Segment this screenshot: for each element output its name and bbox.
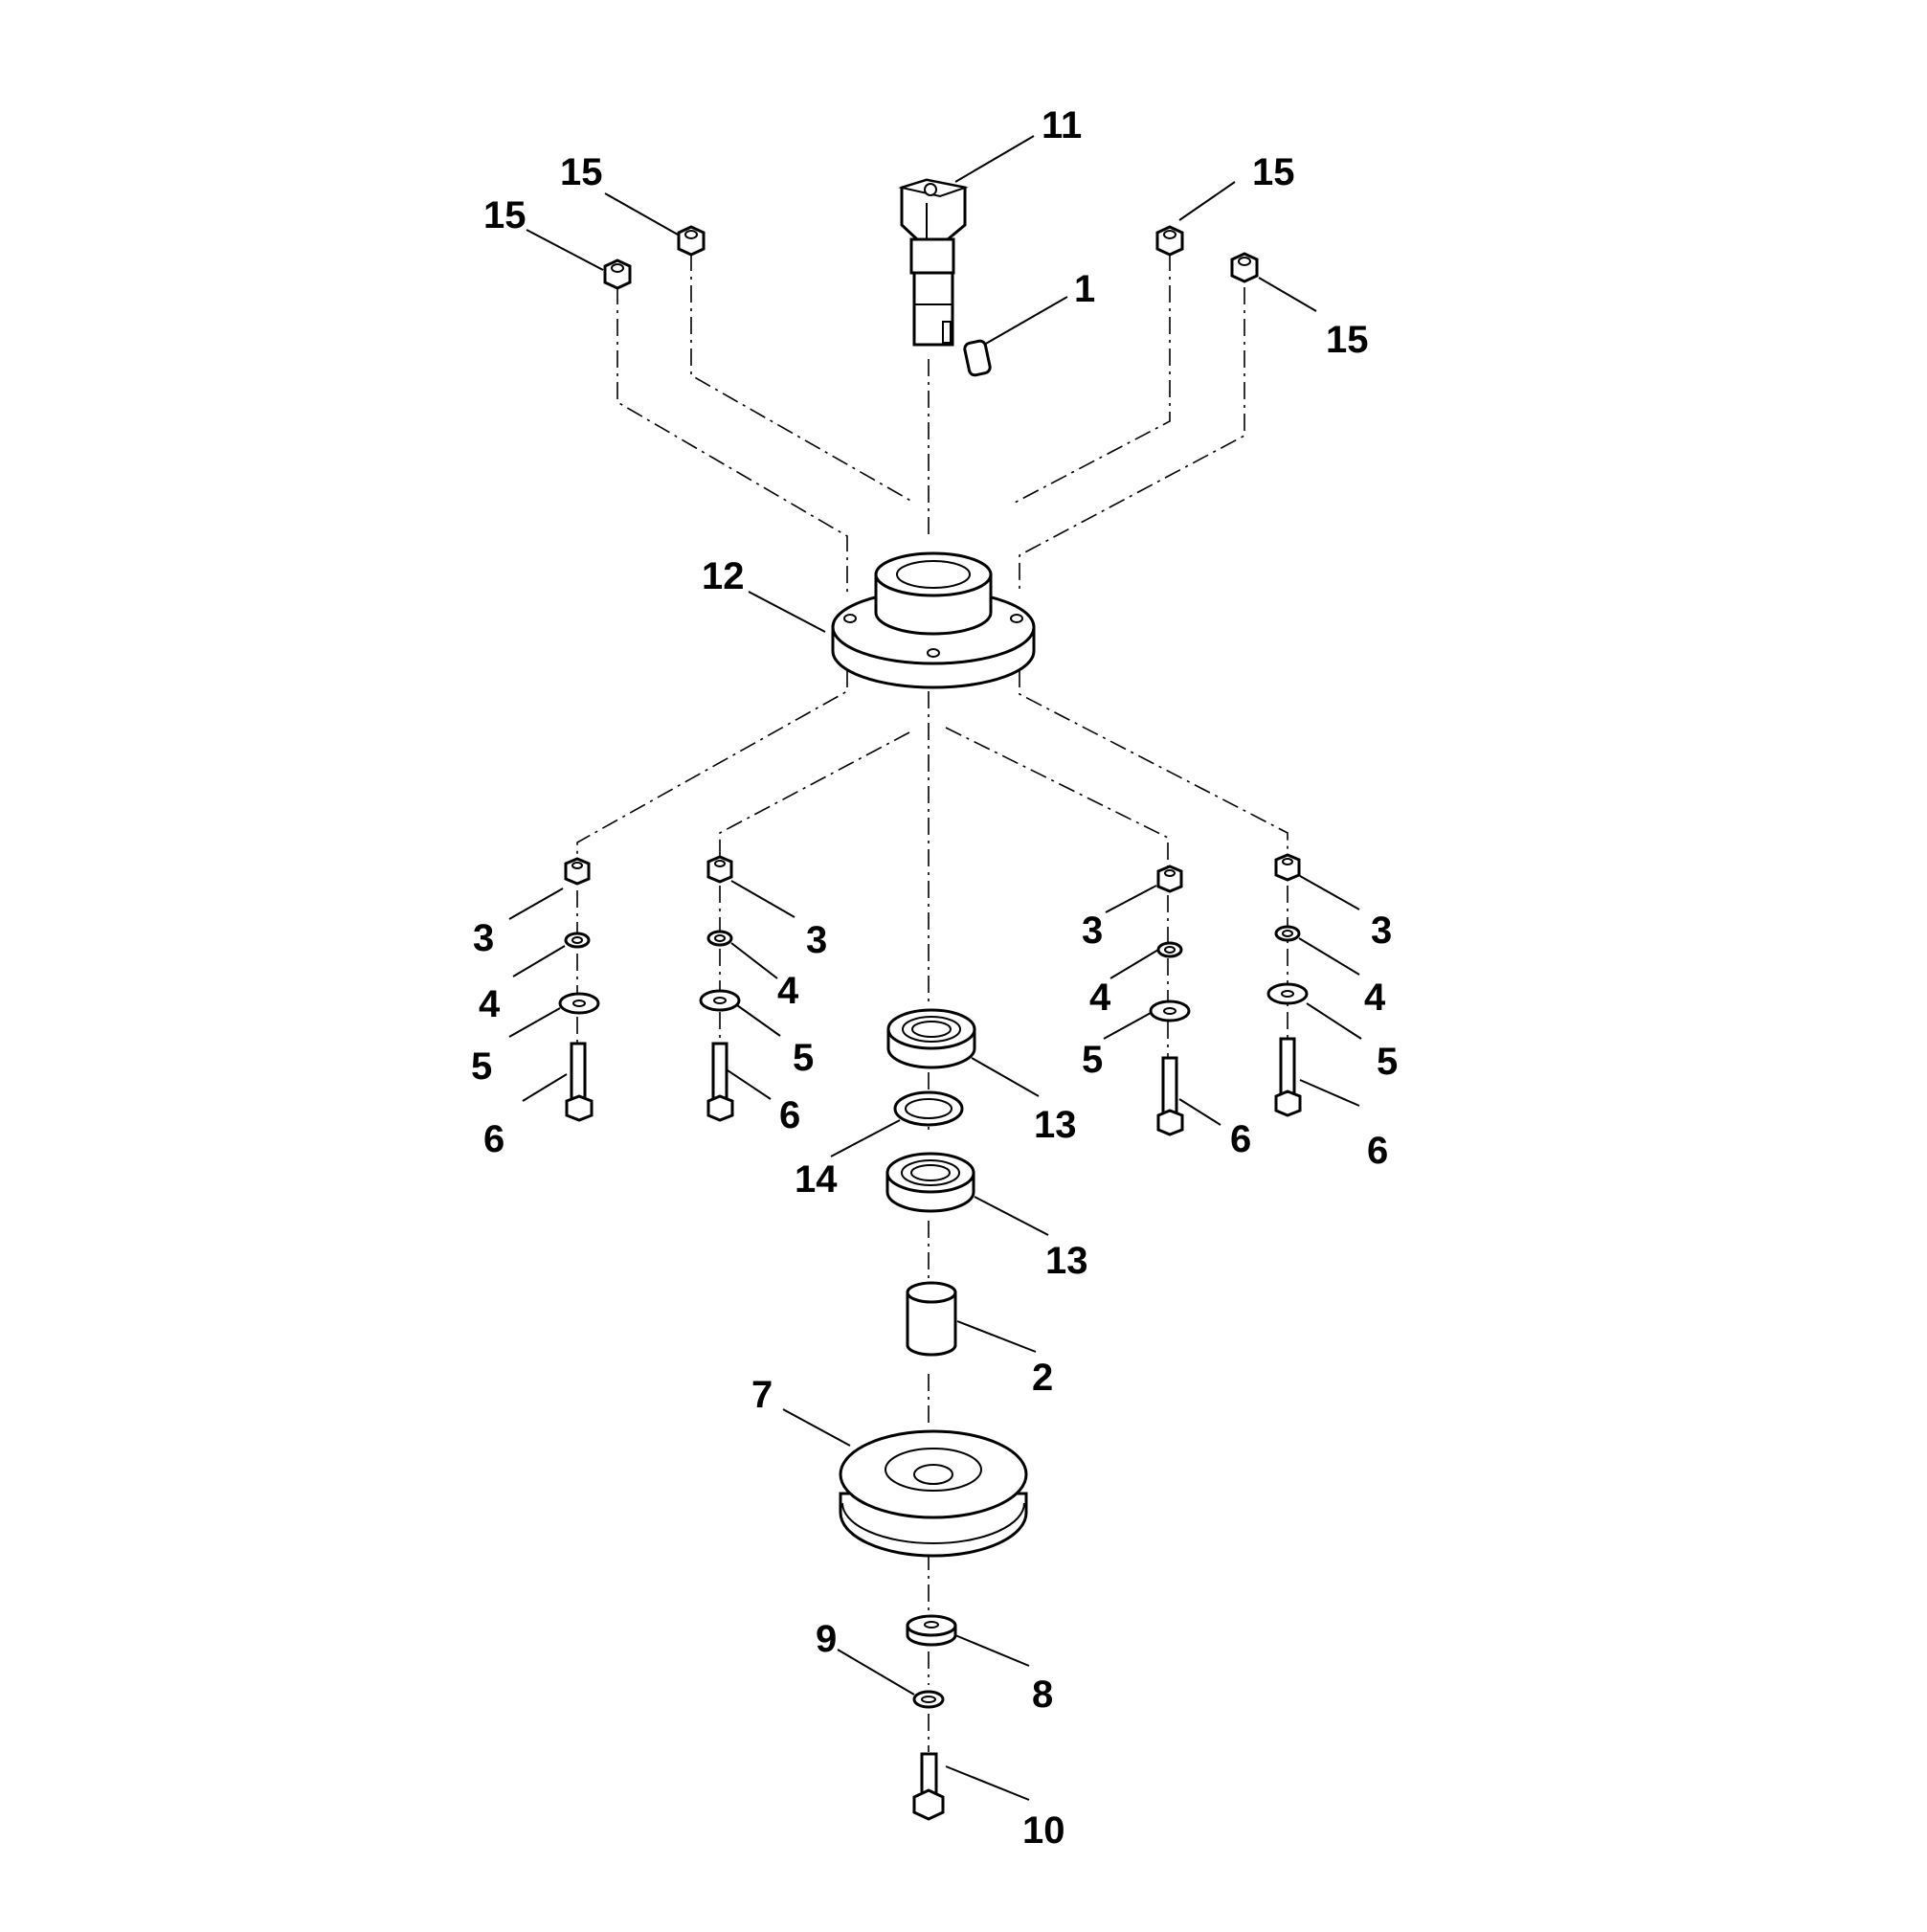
callout-6-d: 6 bbox=[1367, 1130, 1388, 1172]
callout-2: 2 bbox=[1032, 1357, 1053, 1399]
callout-3-b: 3 bbox=[806, 919, 827, 961]
bearing-housing-plate-part-12 bbox=[831, 551, 1036, 689]
callout-13-b: 13 bbox=[1045, 1240, 1088, 1282]
drive-shaft-part-11 bbox=[898, 178, 969, 347]
callout-11: 11 bbox=[1042, 104, 1082, 146]
callout-3-a: 3 bbox=[473, 917, 494, 959]
callout-15-b: 15 bbox=[483, 194, 527, 236]
callout-14: 14 bbox=[795, 1158, 838, 1201]
bolt-part-10 bbox=[912, 1752, 945, 1821]
lock-washer-part-9 bbox=[912, 1690, 945, 1709]
callout-1: 1 bbox=[1074, 268, 1095, 310]
hardware-stack-2 bbox=[699, 855, 741, 1122]
callout-15-c: 15 bbox=[1252, 151, 1295, 193]
callout-5-a: 5 bbox=[471, 1045, 492, 1088]
callout-3-d: 3 bbox=[1371, 910, 1392, 952]
callout-15-d: 15 bbox=[1326, 319, 1369, 361]
callout-5-c: 5 bbox=[1082, 1039, 1103, 1081]
callout-10: 10 bbox=[1022, 1809, 1065, 1852]
spacer-ring-part-14 bbox=[893, 1090, 964, 1127]
assembly-lines bbox=[576, 254, 1288, 1752]
callout-5-d: 5 bbox=[1377, 1041, 1398, 1083]
callout-4-b: 4 bbox=[777, 970, 799, 1012]
leader-lines bbox=[508, 135, 1362, 1801]
callout-15-a: 15 bbox=[560, 151, 603, 193]
callout-labels: 11 1 15 15 15 15 12 3 4 5 6 3 4 5 6 3 4 … bbox=[471, 104, 1398, 1852]
pulley-part-7 bbox=[839, 1429, 1028, 1558]
callout-13-a: 13 bbox=[1034, 1104, 1077, 1146]
callout-4-a: 4 bbox=[479, 983, 501, 1025]
callout-9: 9 bbox=[816, 1618, 837, 1660]
callout-6-b: 6 bbox=[779, 1094, 800, 1136]
callout-6-c: 6 bbox=[1230, 1118, 1251, 1160]
hardware-stack-1 bbox=[558, 857, 600, 1122]
key-part-1 bbox=[963, 339, 992, 377]
bearing-lower-part-13 bbox=[885, 1152, 975, 1213]
sleeve-part-2 bbox=[906, 1281, 957, 1357]
callout-4-d: 4 bbox=[1364, 977, 1386, 1019]
callout-8: 8 bbox=[1032, 1674, 1053, 1716]
hardware-stack-4 bbox=[1266, 853, 1309, 1117]
hardware-stack-3 bbox=[1149, 865, 1191, 1136]
callout-12: 12 bbox=[702, 555, 745, 597]
lock-nuts-part-15 bbox=[603, 225, 1259, 290]
callout-3-c: 3 bbox=[1082, 910, 1103, 952]
callout-6-a: 6 bbox=[483, 1118, 504, 1160]
bearing-upper-part-13 bbox=[886, 1008, 976, 1069]
callout-4-c: 4 bbox=[1089, 977, 1111, 1019]
callout-5-b: 5 bbox=[793, 1037, 814, 1079]
callout-7: 7 bbox=[751, 1374, 773, 1416]
thick-washer-part-8 bbox=[906, 1614, 957, 1647]
